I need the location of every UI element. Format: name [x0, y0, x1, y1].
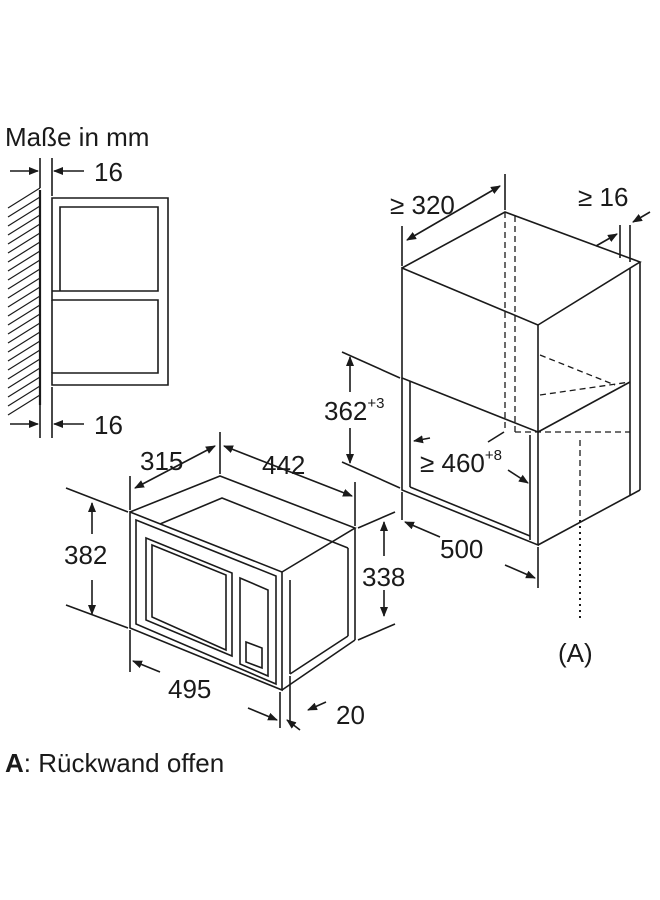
hatch-line: [7, 223, 41, 245]
dim-appliance-height-front: 382: [64, 540, 107, 570]
hatch-line: [7, 187, 41, 209]
appliance-door-window: [145, 536, 233, 658]
hatch-line: [7, 241, 41, 263]
hatch-line: [7, 259, 41, 281]
hatch-line: [7, 385, 41, 407]
cabinet-upper-front: [401, 266, 539, 434]
hatch-line: [7, 250, 41, 272]
dim-cabinet-depth: 500: [440, 534, 483, 564]
hatch-line: [7, 358, 41, 380]
dim-arrow-appliance-depth: [134, 445, 216, 489]
wall-hatching: [7, 187, 42, 416]
dim-top-gap: 16: [94, 157, 123, 187]
hatch-line: [7, 268, 41, 290]
appliance-display: [245, 640, 263, 670]
dim-bottom-gap: 16: [94, 410, 123, 440]
appliance-top: [129, 475, 357, 573]
side-view: 16 16: [7, 157, 169, 440]
hatch-line: [7, 322, 41, 344]
hatch-line: [7, 277, 41, 299]
hatch-line: [7, 205, 41, 227]
dim-cabinet-width: ≥ 320: [390, 190, 455, 220]
footnote-key: A: [5, 748, 24, 778]
hatch-line: [7, 331, 41, 353]
dim-appliance-depth: 315: [140, 446, 183, 476]
appliance-control-panel: [239, 576, 269, 678]
hatch-line: [7, 376, 41, 398]
dim-frame-depth: 20: [336, 700, 365, 730]
dim-rear-gap: ≥ 16: [578, 182, 628, 212]
footnote-text: : Rückwand offen: [24, 748, 224, 778]
hatch-line: [7, 340, 41, 362]
dim-opening-width: ≥ 460+8: [420, 447, 502, 478]
dim-appliance-height-side: 338: [362, 562, 405, 592]
marker-a-label: (A): [558, 638, 593, 668]
cabinet-view: (A) ≥ 320 ≥ 16 362+3 ≥ 460+8 500: [324, 174, 651, 668]
footnote: A: Rückwand offen: [5, 748, 224, 778]
appliance-side-profile: [51, 197, 169, 386]
dim-arrow-appliance-width-top: [223, 445, 353, 497]
hatch-line: [7, 232, 41, 254]
units-label: Maße in mm: [5, 122, 149, 152]
hatch-line: [7, 367, 41, 389]
dim-appliance-width-front: 495: [168, 674, 211, 704]
hatch-line: [7, 196, 41, 218]
hatch-line: [7, 304, 41, 326]
dim-appliance-width-top: 442: [262, 450, 305, 480]
hatch-line: [7, 295, 41, 317]
hatch-line: [7, 313, 41, 335]
appliance-view: 315 442 382 338 495 20: [64, 432, 405, 731]
hatch-line: [7, 214, 41, 236]
cabinet-opening: [401, 378, 539, 547]
dim-arrow-cabinet-width: [406, 185, 501, 241]
hatch-line: [7, 286, 41, 308]
dim-opening-height: 362+3: [324, 395, 385, 426]
hatch-line: [7, 349, 41, 371]
hatch-line: [7, 394, 41, 416]
